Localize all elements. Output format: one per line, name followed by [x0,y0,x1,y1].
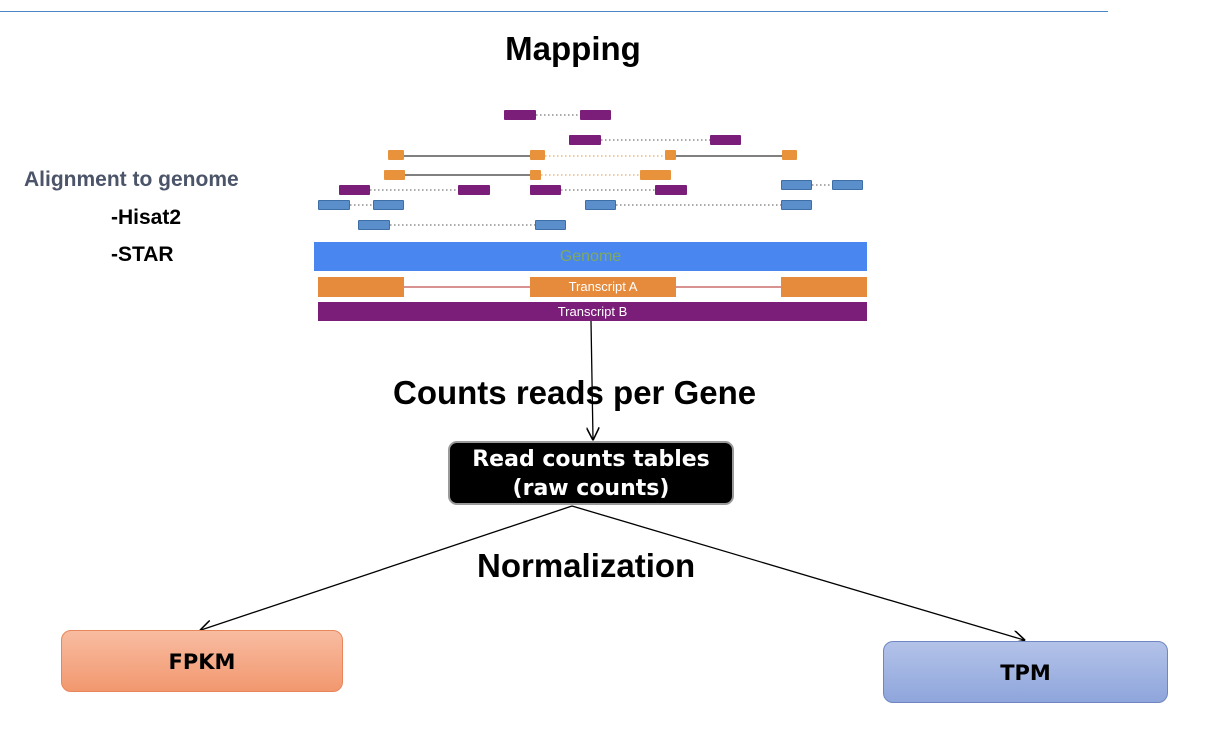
fpkm-box: FPKM [61,630,343,692]
read-purple [458,185,490,195]
tool-star: -STAR [111,243,174,266]
header-rule [0,11,1108,12]
counts-line-2: (raw counts) [512,476,670,501]
read-blue [585,200,616,210]
mapping-title: Mapping [505,30,641,67]
read-purple [504,110,536,120]
transcript-a-label: Transcript A [568,279,638,294]
tool-hisat2: -Hisat2 [111,206,182,229]
read-blue [318,200,350,210]
read-orange [384,170,405,180]
alignment-heading: Alignment to genome [24,168,239,191]
read-blue [781,180,812,190]
read-purple [710,135,741,145]
transcript-a-exon [318,277,404,297]
read-orange [640,170,671,180]
read-orange [665,150,676,160]
genome-track: Genome [314,242,867,271]
read-blue [373,200,404,210]
transcript-a-exon [781,277,867,297]
transcript-b-track: Transcript B [318,302,867,321]
read-blue [535,220,566,230]
read-blue [358,220,390,230]
read-purple [339,185,370,195]
read-purple [569,135,601,145]
transcript-a-exon: Transcript A [530,277,676,297]
read-blue [781,200,812,210]
read-orange [388,150,404,160]
read-purple [530,185,561,195]
genome-label: Genome [559,248,622,265]
transcript-b-label: Transcript B [557,304,628,319]
counts-line-1: Read counts tables [472,447,710,472]
counts-title: Counts reads per Gene [393,374,757,411]
normalization-title: Normalization [477,547,696,584]
read-orange [530,170,541,180]
read-blue [832,180,863,190]
read-purple [580,110,611,120]
read-purple [655,185,687,195]
read-orange [530,150,545,160]
tpm-box: TPM [883,641,1168,703]
read-counts-box: Read counts tables (raw counts) [448,441,734,505]
read-orange [782,150,797,160]
